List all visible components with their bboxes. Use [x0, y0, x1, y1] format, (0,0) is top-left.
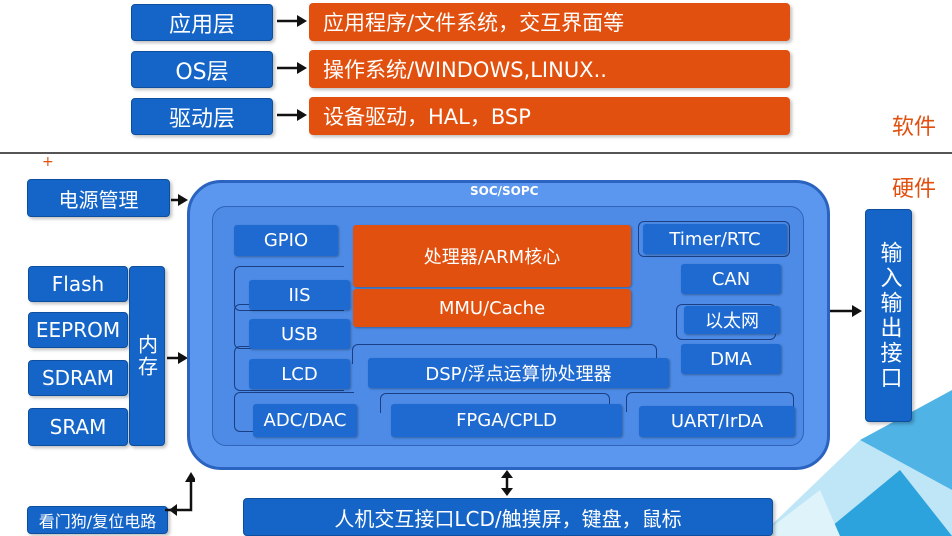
- soc-uart-irda: UART/IrDA: [639, 406, 795, 437]
- soc-usb-label: USB: [281, 323, 318, 345]
- soc-cpu: 处理器/ARM核心: [353, 225, 631, 287]
- bracket-dsp: [352, 344, 657, 364]
- soc-fpga: FPGA/CPLD: [391, 404, 622, 437]
- hardware-label: 硬件: [892, 177, 937, 202]
- soc-fpga-label: FPGA/CPLD: [456, 410, 557, 431]
- layer-os-label: OS层: [175, 59, 229, 85]
- layer-arrows: [277, 15, 307, 121]
- soc-can-label: CAN: [711, 268, 751, 290]
- memory-eeprom-label: EEPROM: [35, 318, 121, 342]
- memory-eeprom: EEPROM: [28, 312, 128, 348]
- memory-sdram: SDRAM: [28, 360, 128, 396]
- hmi-interface: 人机交互接口LCD/触摸屏，键盘，鼠标: [243, 498, 773, 536]
- layer-driver-desc-text: 设备驱动，HAL，BSP: [323, 105, 531, 129]
- soc-mmu: MMU/Cache: [353, 289, 631, 327]
- watchdog: 看门狗/复位电路: [27, 506, 168, 534]
- layer-driver-desc: 设备驱动，HAL，BSP: [309, 97, 790, 135]
- hmi-interface-label: 人机交互接口LCD/触摸屏，键盘，鼠标: [334, 506, 682, 531]
- io-arrow: [830, 305, 862, 317]
- memory-sdram-label: SDRAM: [41, 366, 115, 390]
- plus-mark: +: [42, 154, 54, 170]
- bracket-timer: [638, 221, 790, 257]
- divider: [0, 152, 952, 154]
- power-management-label: 电源管理: [58, 187, 139, 212]
- soc-title: SOC/SOPC: [470, 184, 539, 198]
- layer-app-desc-text: 应用程序/文件系统，交互界面等: [323, 11, 625, 35]
- soc-iis-label: IIS: [288, 284, 311, 306]
- layer-os: OS层: [131, 51, 273, 88]
- left-arrows: [165, 194, 195, 516]
- soc-gpio-label: GPIO: [263, 230, 309, 251]
- soc-lcd: LCD: [249, 359, 350, 389]
- layer-app-desc: 应用程序/文件系统，交互界面等: [309, 3, 790, 41]
- soc-timer-rtc: Timer/RTC: [643, 224, 787, 254]
- hmi-arrow: [501, 470, 513, 496]
- io-interface-label: 输入输出接口: [876, 240, 902, 391]
- power-management: 电源管理: [27, 179, 170, 217]
- memory-sram: SRAM: [28, 408, 128, 446]
- soc-mmu-label: MMU/Cache: [438, 297, 546, 319]
- layer-driver: 驱动层: [131, 98, 273, 135]
- soc-uart-irda-label: UART/IrDA: [670, 411, 764, 432]
- soc-dsp: DSP/浮点运算协处理器: [368, 358, 669, 388]
- bracket-uart: [626, 392, 794, 412]
- soc-ethernet: 以太网: [684, 306, 780, 334]
- layer-app: 应用层: [131, 4, 273, 41]
- layer-os-desc: 操作系统/WINDOWS,LINUX..: [309, 50, 790, 88]
- soc-usb: USB: [249, 319, 350, 349]
- watchdog-label: 看门狗/复位电路: [38, 512, 157, 531]
- soc-can: CAN: [681, 264, 781, 294]
- bracket-iis: [234, 266, 344, 311]
- soc-adc-dac-label: ADC/DAC: [263, 410, 347, 431]
- memory-label-box: 内存: [129, 266, 165, 446]
- memory-flash-label: Flash: [51, 272, 105, 296]
- layer-os-desc-text: 操作系统/WINDOWS,LINUX..: [323, 58, 607, 82]
- soc-lcd-label: LCD: [281, 363, 318, 385]
- layer-app-label: 应用层: [168, 12, 235, 38]
- soc-iis: IIS: [249, 280, 350, 310]
- io-interface: 输入输出接口: [865, 209, 912, 422]
- background-decoration: [760, 390, 952, 536]
- memory-label: 内存: [134, 334, 159, 378]
- bracket-fpga: [380, 393, 610, 413]
- soc-dma-label: DMA: [710, 348, 752, 370]
- software-label: 软件: [892, 115, 937, 140]
- soc-dsp-label: DSP/浮点运算协处理器: [425, 364, 612, 385]
- soc-dma: DMA: [681, 344, 781, 374]
- soc-cpu-label: 处理器/ARM核心: [423, 247, 561, 268]
- layer-driver-label: 驱动层: [168, 106, 235, 132]
- soc-timer-rtc-label: Timer/RTC: [669, 228, 761, 250]
- memory-sram-label: SRAM: [49, 415, 107, 439]
- soc-ethernet-label: 以太网: [705, 311, 759, 332]
- soc-gpio: GPIO: [234, 225, 338, 256]
- soc-adc-dac: ADC/DAC: [253, 404, 357, 437]
- memory-flash: Flash: [28, 266, 128, 302]
